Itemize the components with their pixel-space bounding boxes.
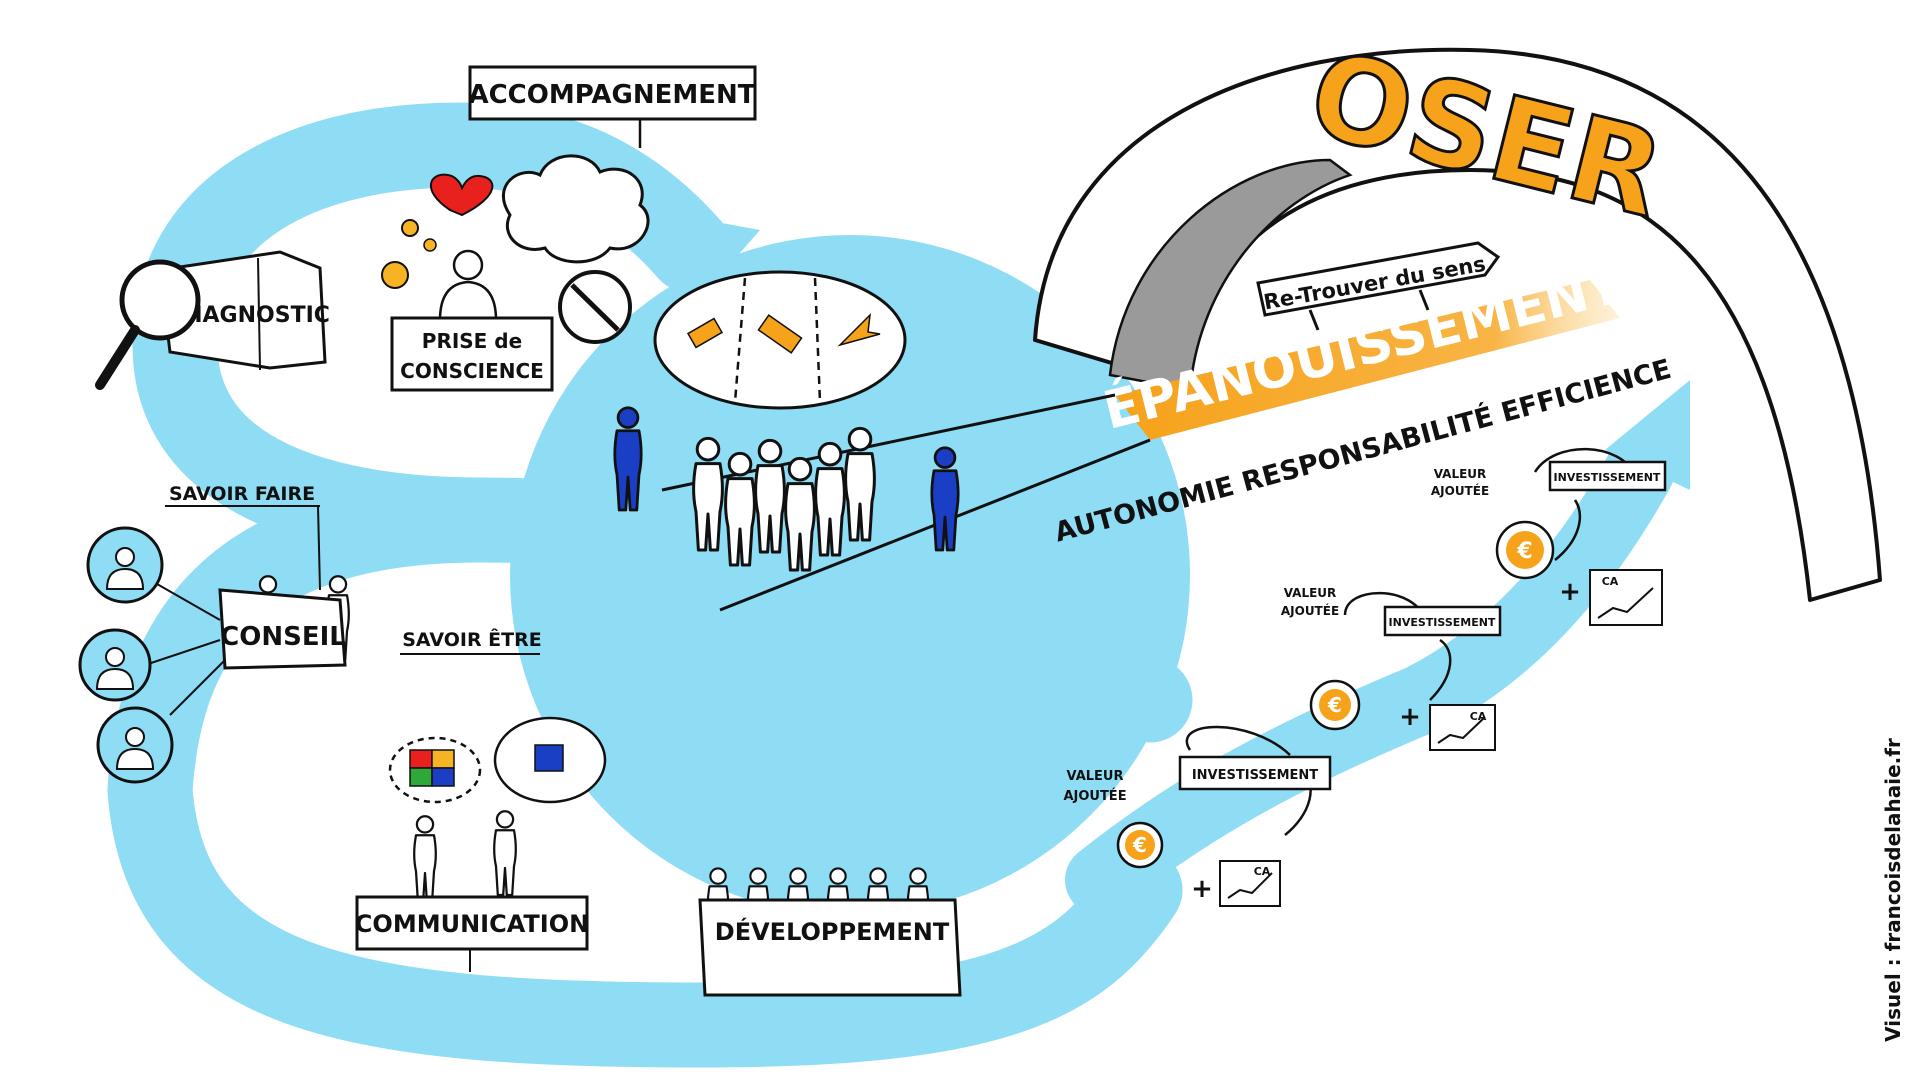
puzzle-icon bbox=[388, 736, 482, 804]
spiral-band bbox=[107, 102, 1690, 1068]
communication-label: COMMUNICATION bbox=[355, 910, 589, 938]
money-cycle: € VALEUR AJOUTÉE INVESTISSEMENT + CA bbox=[1063, 725, 1332, 907]
avatar bbox=[78, 628, 152, 702]
euro-label: € bbox=[1132, 833, 1147, 857]
thought-cloud-icon bbox=[502, 154, 650, 264]
savoir-faire-label: SAVOIR FAIRE bbox=[169, 483, 315, 505]
ajoutee-label: AJOUTÉE bbox=[1063, 788, 1126, 804]
valeur-label: VALEUR bbox=[1434, 467, 1487, 481]
puzzle-piece-icon bbox=[493, 716, 607, 804]
magnifier-icon bbox=[95, 259, 201, 390]
no-ghost-icon bbox=[558, 270, 632, 344]
growth-chart-icon: CA bbox=[1589, 569, 1663, 626]
gear-icon bbox=[381, 219, 437, 289]
ajoutee-label: AJOUTÉE bbox=[1431, 483, 1489, 498]
credit-label: Visuel : francoisdelahaie.fr bbox=[1881, 738, 1905, 1042]
growth-chart-icon: CA bbox=[1429, 704, 1496, 751]
money-cycle: € VALEUR AJOUTÉE INVESTISSEMENT + CA bbox=[1431, 447, 1667, 626]
plus-label: + bbox=[1559, 577, 1581, 607]
euro-label: € bbox=[1327, 693, 1342, 717]
accompagnement-label: ACCOMPAGNEMENT bbox=[468, 80, 755, 110]
money-cycle: € VALEUR AJOUTÉE INVESTISSEMENT + CA bbox=[1281, 586, 1502, 751]
conseil-group: SAVOIR FAIRE CONSEIL SAVOIR ÊTRE bbox=[165, 483, 542, 670]
person-icon bbox=[438, 249, 498, 321]
prise-conscience-box: PRISE de CONSCIENCE bbox=[390, 316, 554, 392]
money-bag-icon: € bbox=[1495, 520, 1555, 580]
developpement-group: DÉVELOPPEMENT bbox=[698, 867, 962, 997]
investissement-label: INVESTISSEMENT bbox=[1554, 471, 1661, 484]
prise-label-line2: CONSCIENCE bbox=[400, 359, 544, 383]
spiral-center bbox=[510, 235, 1190, 915]
money-bag-icon: € bbox=[1309, 679, 1361, 731]
valeur-label: VALEUR bbox=[1284, 586, 1337, 600]
valeur-label: VALEUR bbox=[1067, 769, 1124, 784]
accompagnement-box: ACCOMPAGNEMENT bbox=[468, 65, 757, 148]
avatar-group bbox=[78, 526, 226, 784]
conseil-label: CONSEIL bbox=[220, 622, 346, 652]
ca-label: CA bbox=[1602, 575, 1619, 588]
developpement-label: DÉVELOPPEMENT bbox=[715, 917, 950, 946]
prise-label-line1: PRISE de bbox=[422, 329, 522, 353]
diagnostic-card: DIAGNOSTIC bbox=[158, 250, 330, 371]
investissement-label: INVESTISSEMENT bbox=[1389, 616, 1496, 629]
plus-label: + bbox=[1399, 702, 1421, 732]
money-bag-icon: € bbox=[1116, 821, 1164, 869]
ca-label: CA bbox=[1254, 865, 1271, 878]
growth-chart-icon: CA bbox=[1219, 860, 1281, 907]
ca-label: CA bbox=[1470, 710, 1487, 723]
communication-box: COMMUNICATION bbox=[355, 895, 589, 972]
avatar bbox=[86, 526, 164, 604]
plus-label: + bbox=[1191, 874, 1213, 904]
ajoutee-label: AJOUTÉE bbox=[1281, 603, 1339, 618]
plan-bubble bbox=[653, 270, 907, 410]
euro-label: € bbox=[1516, 539, 1532, 564]
savoir-etre-label: SAVOIR ÊTRE bbox=[402, 628, 542, 651]
heart-icon bbox=[429, 173, 494, 217]
avatar bbox=[96, 706, 174, 784]
investissement-label: INVESTISSEMENT bbox=[1192, 768, 1318, 783]
diagnostic-label: DIAGNOSTIC bbox=[176, 303, 330, 328]
